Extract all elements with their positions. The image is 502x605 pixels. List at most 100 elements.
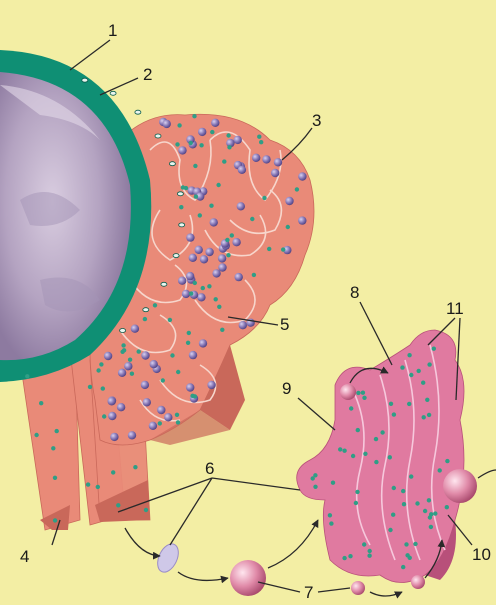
ribosome-dot [210, 218, 218, 226]
protein-dot [133, 465, 137, 469]
protein-dot [388, 455, 392, 459]
label-7: 7 [304, 583, 313, 602]
label-5: 5 [280, 315, 289, 334]
ribosome-dot [118, 369, 126, 377]
nuclear-pore [120, 329, 126, 333]
ribosome-dot [186, 233, 194, 241]
protein-dot [354, 501, 358, 505]
ribosome-dot [198, 128, 206, 136]
protein-dot [153, 303, 157, 307]
protein-dot [286, 225, 290, 229]
label-10: 10 [472, 545, 491, 564]
ribosome-dot [178, 146, 186, 154]
protein-dot [175, 142, 179, 146]
nuclear-pore [135, 110, 141, 114]
nuclear-pore [169, 162, 175, 166]
ribosome-dot [252, 154, 260, 162]
protein-dot [342, 449, 346, 453]
protein-dot [404, 542, 408, 546]
ribosome-dot [131, 325, 139, 333]
protein-dot [262, 196, 266, 200]
protein-dot [355, 490, 359, 494]
label-11: 11 [446, 299, 464, 318]
ribosome-dot [200, 255, 208, 263]
protein-dot [193, 164, 197, 168]
protein-dot [143, 317, 147, 321]
protein-dot [130, 372, 134, 376]
label-4: 4 [20, 547, 29, 566]
label-9: 9 [282, 379, 291, 398]
ribosome-dot [189, 351, 197, 359]
protein-dot [128, 358, 132, 362]
protein-dot [175, 413, 179, 417]
ribosome-dot [128, 431, 136, 439]
ribosome-dot [262, 155, 270, 163]
protein-dot [199, 143, 203, 147]
protein-dot [329, 521, 333, 525]
protein-dot [252, 273, 256, 277]
protein-dot [96, 485, 100, 489]
ribosome-dot [110, 433, 118, 441]
protein-dot [409, 373, 413, 377]
protein-dot [368, 549, 372, 553]
label-2: 2 [143, 65, 152, 84]
protein-dot [207, 284, 211, 288]
ribosome-dot [218, 254, 226, 262]
protein-dot [422, 415, 426, 419]
protein-dot [348, 554, 352, 558]
protein-dot [311, 476, 315, 480]
protein-dot [210, 130, 214, 134]
protein-dot [417, 369, 421, 373]
protein-dot [122, 348, 126, 352]
protein-dot [374, 460, 378, 464]
protein-dot [367, 554, 371, 558]
nuclear-pore [177, 192, 183, 196]
vesicle-small-top [340, 384, 356, 400]
nuclear-pore [82, 78, 88, 82]
protein-dot [407, 402, 411, 406]
protein-dot [217, 305, 221, 309]
protein-dot [392, 486, 396, 490]
protein-dot [407, 353, 411, 357]
protein-dot [198, 213, 202, 217]
protein-dot [101, 386, 105, 390]
protein-dot [267, 247, 271, 251]
ribosome-dot [124, 362, 132, 370]
protein-dot [445, 459, 449, 463]
protein-dot [433, 511, 437, 515]
protein-dot [388, 528, 392, 532]
label-3: 3 [312, 111, 321, 130]
protein-dot [363, 452, 367, 456]
protein-dot [281, 247, 285, 251]
ribosome-dot [108, 397, 116, 405]
ribosome-dot [197, 293, 205, 301]
protein-dot [313, 485, 317, 489]
protein-dot [189, 141, 193, 145]
ribosome-dot [207, 381, 215, 389]
protein-dot [53, 518, 57, 522]
label-6: 6 [205, 459, 214, 478]
protein-dot [351, 454, 355, 458]
protein-dot [427, 498, 431, 502]
ribosome-dot [117, 403, 125, 411]
ribosome-dot [150, 360, 158, 368]
ribosome-dot [189, 254, 197, 262]
protein-dot [338, 447, 342, 451]
ribosome-dot [239, 321, 247, 329]
ribosome-dot [234, 136, 242, 144]
protein-dot [227, 145, 231, 149]
protein-dot [425, 398, 429, 402]
protein-dot [99, 362, 103, 366]
protein-dot [356, 391, 360, 395]
protein-dot [257, 135, 261, 139]
vesicle-small-bottom-right [411, 575, 425, 589]
protein-dot [34, 433, 38, 437]
protein-dot [176, 420, 180, 424]
protein-dot [184, 186, 188, 190]
ribosome-dot [178, 277, 186, 285]
ribosome-dot [235, 273, 243, 281]
nuclear-pore [161, 282, 167, 286]
protein-dot [214, 297, 218, 301]
protein-dot [445, 505, 449, 509]
